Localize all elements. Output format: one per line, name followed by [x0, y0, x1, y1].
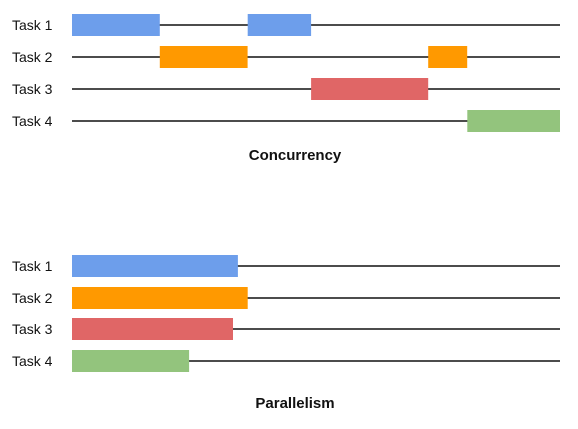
concurrency-bars	[72, 14, 560, 132]
task-segment	[428, 46, 468, 68]
task-label: Task 4	[12, 353, 53, 369]
task-row: Task 3	[12, 321, 53, 337]
task-label: Task 2	[12, 49, 53, 65]
task-row: Task 1	[12, 258, 53, 274]
task-segment	[159, 46, 248, 68]
task-row: Task 4	[12, 353, 53, 369]
task-row: Task 1	[12, 17, 53, 33]
task-segment	[72, 255, 238, 277]
task-segment	[311, 78, 429, 100]
task-segment	[72, 14, 160, 36]
task-segment	[72, 287, 248, 309]
task-row: Task 3	[12, 81, 53, 97]
diagram-title: Concurrency	[249, 147, 342, 164]
task-row: Task 4	[12, 113, 53, 129]
task-label: Task 4	[12, 113, 53, 129]
concurrency-panel: Task 1 Task 2 Task 3 Task 4 Concurrency	[12, 14, 560, 164]
task-label: Task 1	[12, 258, 53, 274]
task-label: Task 3	[12, 81, 53, 97]
task-label: Task 1	[12, 17, 53, 33]
task-row: Task 2	[12, 290, 53, 306]
task-segment	[72, 350, 190, 372]
task-row: Task 2	[12, 49, 53, 65]
task-segment	[72, 318, 233, 340]
parallelism-bars	[72, 255, 560, 372]
diagram-title: Parallelism	[255, 395, 334, 412]
task-label: Task 2	[12, 290, 53, 306]
parallelism-panel: Task 1 Task 2 Task 3 Task 4 Parallelism	[12, 255, 560, 412]
task-segment	[247, 14, 312, 36]
task-segment	[467, 110, 560, 132]
task-label: Task 3	[12, 321, 53, 337]
